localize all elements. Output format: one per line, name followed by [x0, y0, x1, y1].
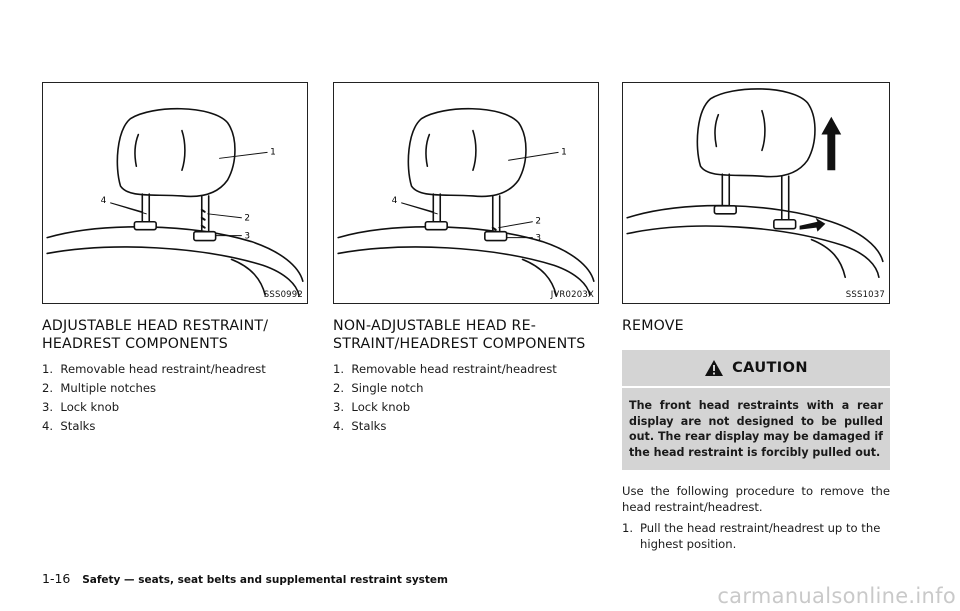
figure-code: SSS0992 [263, 290, 303, 300]
callout-2: 2 [535, 217, 541, 227]
callout-4: 4 [392, 196, 398, 206]
caution-title: CAUTION [732, 360, 808, 376]
head-restraint-removal-illustration [626, 88, 884, 279]
list-item: 4. Stalks [42, 419, 96, 433]
callout-3: 3 [244, 232, 250, 242]
head-restraint-illustration: 1 2 3 4 [46, 107, 304, 296]
section-heading: REMOVE [622, 318, 684, 334]
list-item: 4. Stalks [333, 419, 387, 433]
arrow-up-icon [821, 116, 842, 171]
step-text: Pull the head restraint/headrest up to t… [640, 521, 881, 552]
callout-2: 2 [244, 214, 250, 224]
figure-adjustable-head-restraint: 1 2 3 4 SSS0992 [42, 82, 308, 304]
page-number: 1-16 [42, 571, 71, 586]
section-heading: ADJUSTABLE HEAD RESTRAINT/HEADREST COMPO… [42, 318, 269, 352]
callout-1: 1 [561, 147, 567, 157]
list-item: 2. Single notch [333, 381, 424, 395]
component-list: 1. Removable head restraint/headrest 2. … [42, 360, 308, 436]
section-heading: NON-ADJUSTABLE HEAD RE-STRAINT/HEADREST … [333, 318, 586, 352]
watermark: carmanualsonline.info [717, 584, 956, 608]
callout-4: 4 [101, 196, 107, 206]
component-list: 1. Removable head restraint/headrest 2. … [333, 360, 599, 436]
figure-code: JVR0203X [550, 290, 594, 300]
caution-box: CAUTION The front head restraints with a… [622, 350, 890, 471]
list-item: 1. Removable head restraint/headrest [333, 362, 557, 376]
callout-3: 3 [535, 234, 541, 244]
list-item: 2. Multiple notches [42, 381, 157, 395]
head-restraint-illustration: 1 2 3 4 [337, 107, 595, 296]
procedure-step: 1. Pull the head restraint/headrest up t… [622, 520, 890, 552]
page-footer: 1-16 Safety — seats, seat belts and supp… [42, 571, 448, 586]
warning-triangle-icon [705, 360, 724, 376]
list-item: 3. Lock knob [333, 400, 411, 414]
list-item: 3. Lock knob [42, 400, 120, 414]
callout-1: 1 [270, 147, 276, 157]
section-title: Safety — seats, seat belts and supplemen… [82, 574, 448, 586]
column-adjustable: 1 2 3 4 SSS0992 ADJUSTABLE HEAD RESTRAIN… [42, 82, 308, 436]
figure-code: SSS1037 [845, 290, 885, 300]
caution-text: The front head restraints with a rear di… [629, 399, 883, 459]
step-number: 1. [622, 521, 634, 536]
figure-remove-head-restraint: SSS1037 [622, 82, 890, 304]
list-item: 1. Removable head restraint/headrest [42, 362, 266, 376]
column-non-adjustable: 1 2 3 4 JVR0203X NON-ADJUSTABLE HEAD RE-… [333, 82, 599, 436]
procedure-intro: Use the following procedure to remove th… [622, 484, 890, 515]
caution-header: CAUTION [622, 350, 890, 388]
arrow-left-icon [799, 217, 826, 232]
column-remove: SSS1037 REMOVE CAUTION The front head re… [622, 82, 890, 552]
figure-non-adjustable-head-restraint: 1 2 3 4 JVR0203X [333, 82, 599, 304]
